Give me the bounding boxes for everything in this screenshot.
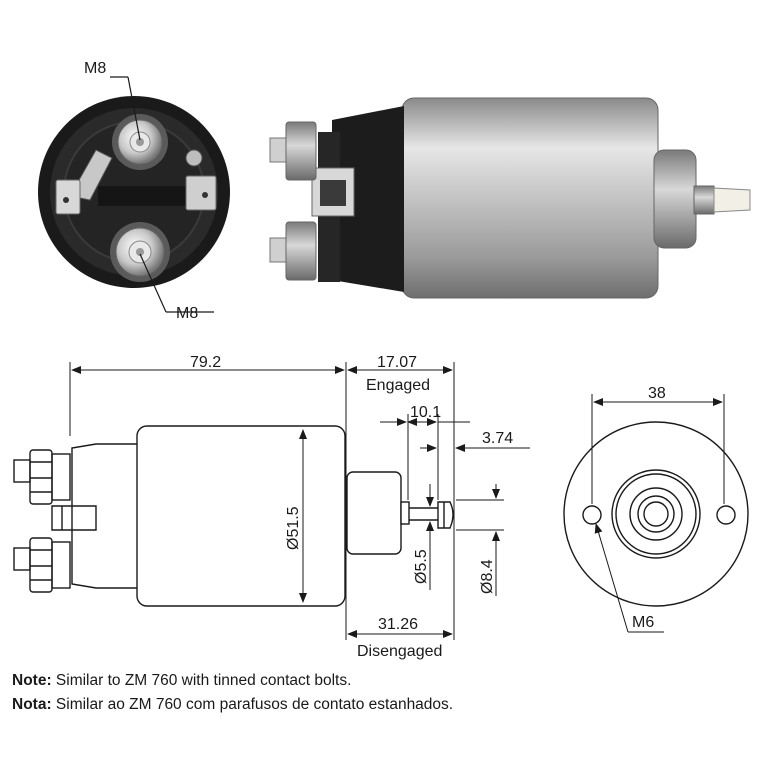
note-english: Note: Similar to ZM 760 with tinned cont… bbox=[12, 672, 351, 690]
note-portuguese: Nota: Similar ao ZM 760 com parafusos de… bbox=[12, 696, 453, 714]
label-m8-bottom: M8 bbox=[176, 305, 198, 322]
label-hole-thread: M6 bbox=[632, 614, 654, 631]
dim-disengaged-length: 31.26 bbox=[378, 616, 418, 633]
note-english-label: Note: bbox=[12, 672, 52, 689]
dim-engaged-length: 17.07 bbox=[377, 354, 417, 371]
note-portuguese-label: Nota: bbox=[12, 696, 52, 713]
dim-head-diameter: Ø8.4 bbox=[479, 559, 496, 594]
note-english-text: Similar to ZM 760 with tinned contact bo… bbox=[51, 672, 352, 689]
dimension-lines-side bbox=[69, 362, 530, 640]
label-m8-top: M8 bbox=[84, 60, 106, 77]
dim-body-diameter: Ø51.5 bbox=[285, 506, 302, 550]
terminal-bolt-top bbox=[112, 114, 168, 170]
terminal-bolt-bottom bbox=[110, 222, 170, 282]
dim-plunger-diameter: Ø5.5 bbox=[413, 549, 430, 584]
label-disengaged: Disengaged bbox=[357, 643, 442, 660]
dim-10-1: 10.1 bbox=[410, 404, 441, 421]
mounting-hole-right bbox=[716, 505, 736, 525]
dim-body-length: 79.2 bbox=[190, 354, 221, 371]
dim-3-74: 3.74 bbox=[482, 430, 513, 447]
photo-side-view bbox=[269, 97, 751, 299]
dim-hole-spacing: 38 bbox=[648, 385, 666, 402]
dimension-lines-end bbox=[591, 394, 725, 633]
label-engaged: Engaged bbox=[366, 377, 430, 394]
mounting-hole-left bbox=[582, 505, 602, 525]
note-portuguese-text: Similar ao ZM 760 com parafusos de conta… bbox=[51, 696, 454, 713]
photo-end-view bbox=[38, 76, 230, 313]
drawing-side-view bbox=[13, 425, 454, 607]
drawing-end-view bbox=[563, 421, 749, 607]
